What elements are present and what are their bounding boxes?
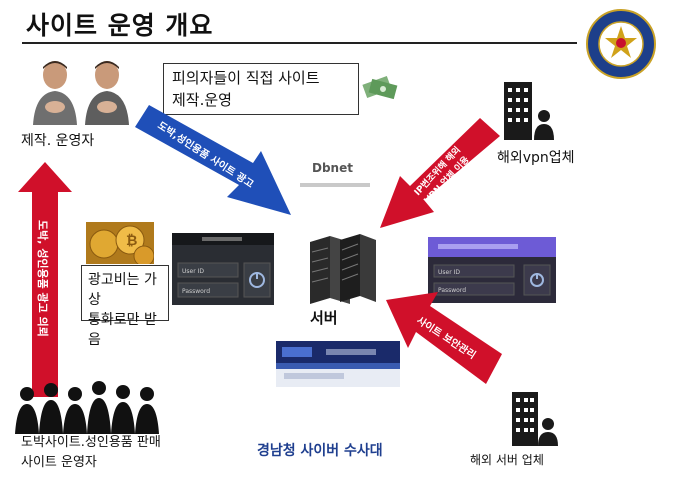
blurred-site-text (300, 183, 370, 187)
login-left-password: Password (182, 288, 210, 295)
footer-agency: 경남청 사이버 수사대 (257, 443, 383, 459)
operator-label: 제작. 운영자 (21, 133, 95, 149)
note-direct-operation: 피의자들이 직접 사이트 제작.운영 (163, 63, 359, 115)
note-left-line-1: 광고비는 가상 (88, 272, 157, 308)
server-label: 서버 (310, 309, 338, 327)
login-left-userid: User ID (182, 268, 204, 275)
note-top-line-2: 제작.운영 (172, 91, 232, 109)
login-panel-right: User ID Password (428, 237, 556, 303)
note-top-line-1: 피의자들이 직접 사이트 (172, 69, 320, 87)
overseas-server-label: 해외 서버 업체 (470, 453, 544, 467)
blue-arrow-label: 도박,성인용품 사이트 광고 (155, 119, 256, 191)
server-rack-icon (310, 234, 376, 304)
login-right-password: Password (438, 287, 466, 294)
gamblers-line-2: 사이트 운영자 (21, 455, 97, 470)
bitcoin-image: ₿ (86, 222, 154, 264)
red-request-arrow: 도박, 성인용품 광고 의뢰 (18, 162, 72, 397)
blurred-site-banner (276, 341, 400, 387)
vpn-company-label: 해외vpn업체 (497, 150, 575, 166)
login-panel-left: User ID Password (172, 233, 274, 305)
red-vpn-arrow: IP변조위해 해외 VPN 업체 이용 (380, 118, 500, 228)
login-right-userid: User ID (438, 269, 460, 276)
money-icon (362, 75, 398, 100)
operators-icon (33, 61, 129, 125)
vpn-building-icon (504, 82, 554, 140)
title-divider (22, 42, 577, 44)
red-security-arrow: 사이트 보안관리 (386, 292, 502, 384)
note-left-line-2: 통화로만 받음 (88, 312, 157, 348)
svg-text:₿: ₿ (126, 233, 137, 249)
police-emblem-logo (586, 9, 656, 79)
blue-ad-arrow: 도박,성인용품 사이트 광고 (135, 105, 291, 215)
overseas-server-building-icon (512, 392, 558, 446)
blurred-site-name: Dbnet (312, 161, 353, 175)
gambling-operators-group-icon (15, 381, 159, 434)
gamblers-line-1: 도박사이트.성인용품 판매 (21, 435, 161, 450)
request-arrow-label: 도박, 성인용품 광고 의뢰 (36, 220, 50, 337)
gambling-operators-label: 도박사이트.성인용품 판매 사이트 운영자 (21, 433, 161, 473)
note-crypto-payment: 광고비는 가상 통화로만 받음 (81, 265, 169, 348)
page-title: 사이트 운영 개요 (26, 11, 214, 40)
